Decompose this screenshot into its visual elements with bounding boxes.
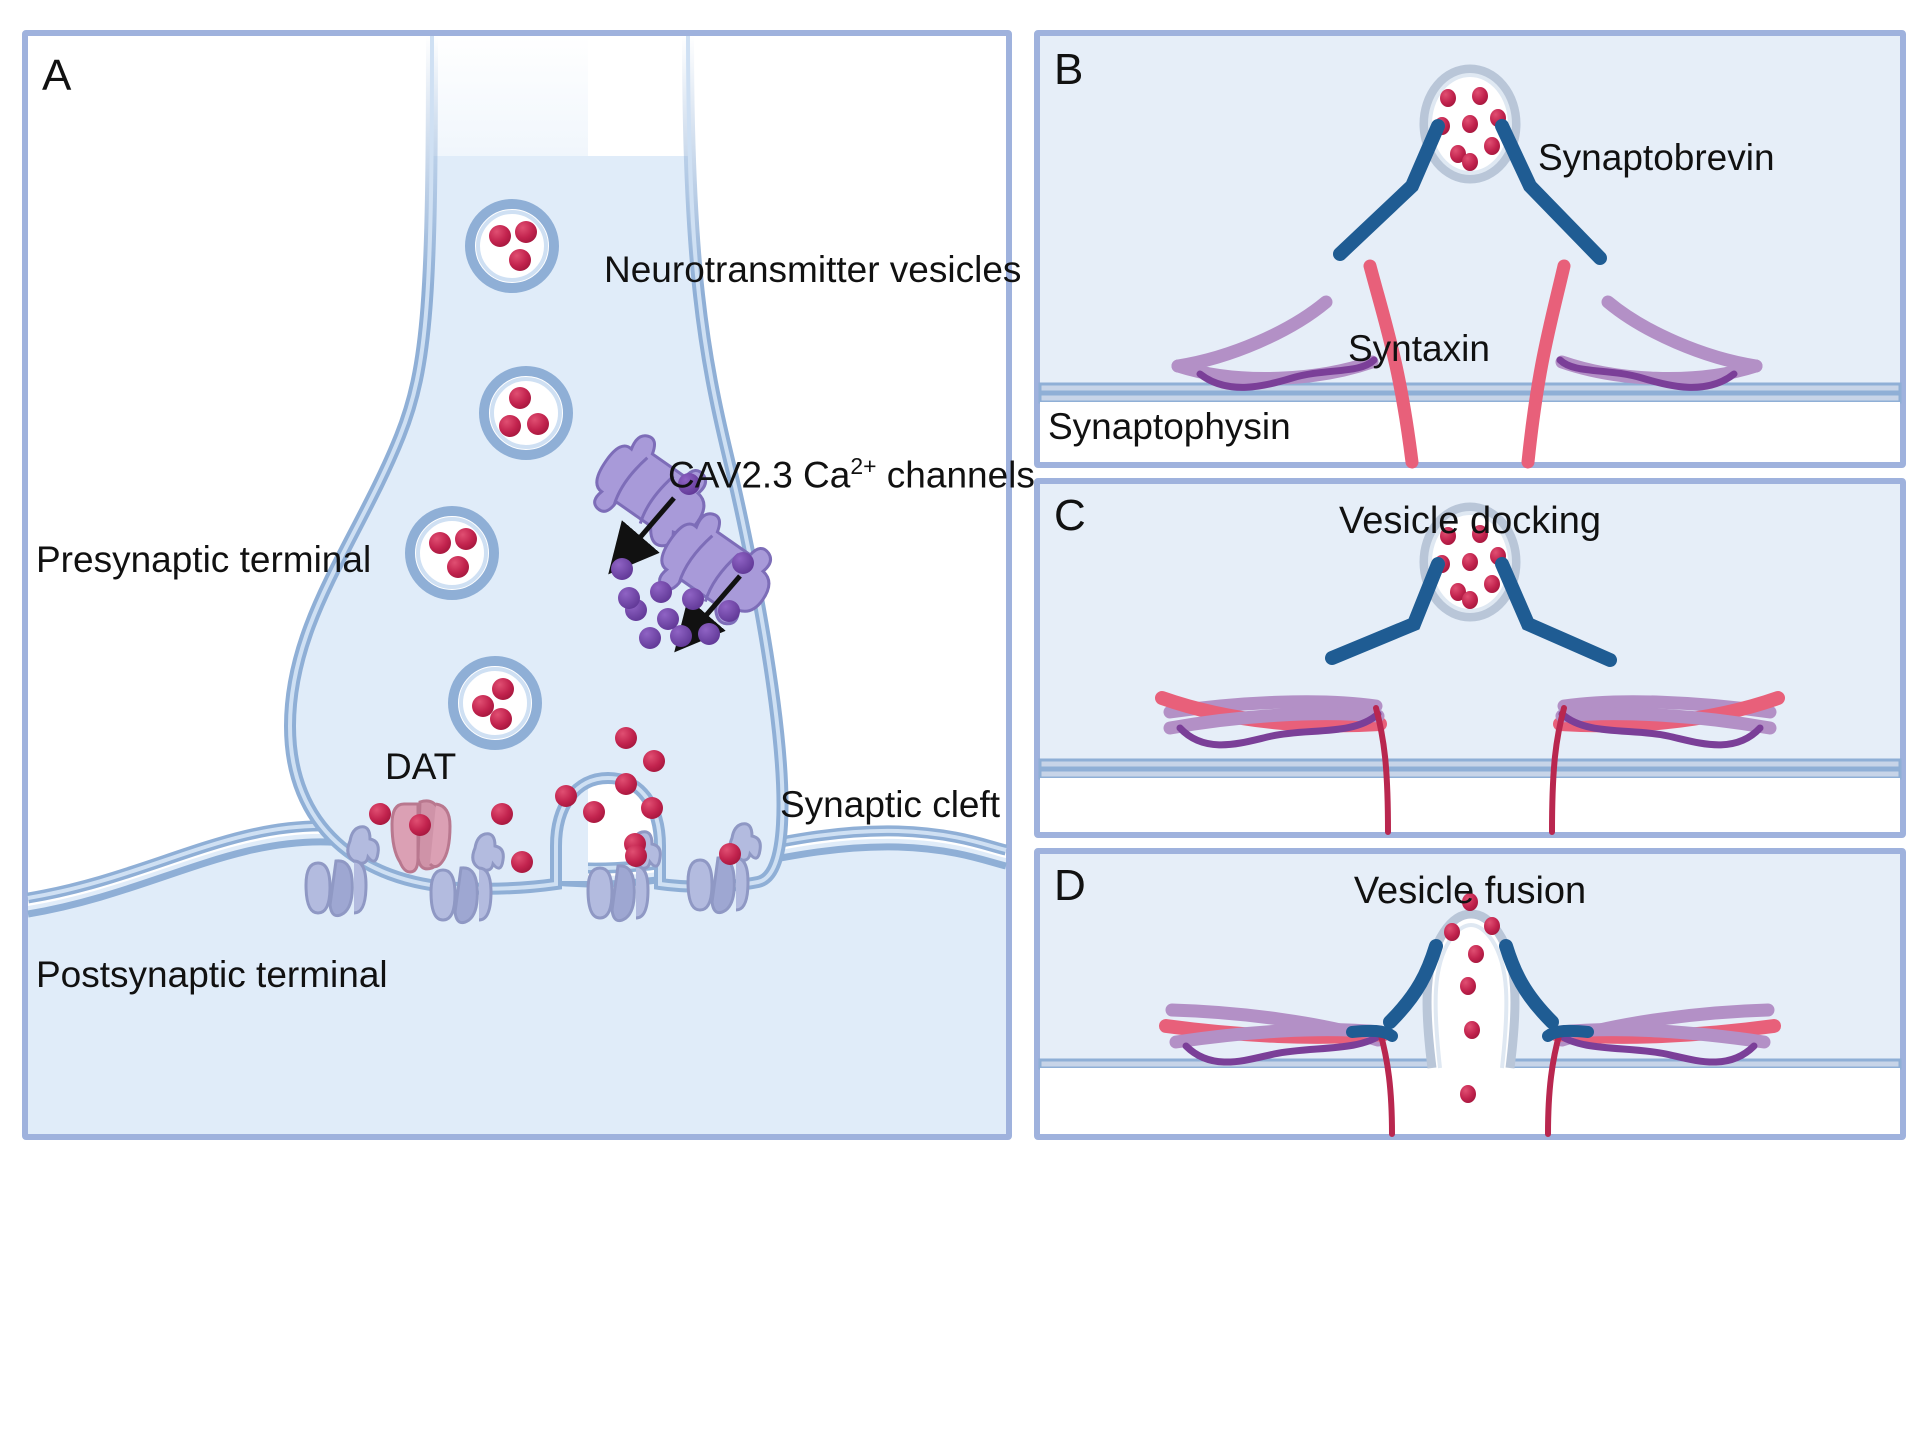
label-postsynaptic-terminal: Postsynaptic terminal (36, 954, 388, 995)
fused-vesicle-inner (1433, 923, 1509, 1069)
panel-c-membrane-outer (1038, 758, 1902, 770)
panel-b: B Synaptobrevin Syntaxin Synaptophysin (1034, 30, 1906, 469)
panel-b-membrane-outer (1038, 382, 1902, 394)
snare-complex-left (1155, 691, 1391, 835)
panel-c-graphic (1038, 484, 1902, 835)
label-cav23-main: CAV2.3 Ca (668, 454, 851, 496)
snare-complex-right (1549, 691, 1785, 835)
panel-d: D Vesicle fusion (1034, 848, 1906, 1140)
panel-c: C Vesicle docking (1034, 478, 1906, 838)
panel-a-graphic (27, 35, 1008, 1134)
syntaxin-right (1521, 259, 1571, 469)
label-cav23-channels: CAV2.3 Ca2+ channels (668, 454, 1035, 495)
label-synaptobrevin: Synaptobrevin (1538, 137, 1775, 178)
panel-b-graphic (1038, 36, 1902, 469)
label-dat: DAT (385, 746, 457, 787)
panel-a-letter: A (42, 51, 72, 100)
label-cav23-charge: 2+ (850, 453, 877, 479)
panel-d-graphic (1038, 854, 1902, 1137)
calcium-influx-arrow (674, 574, 742, 653)
presynaptic-terminal-fill (290, 156, 783, 889)
receptor (429, 832, 505, 925)
receptor (304, 825, 380, 918)
label-syntaxin: Syntaxin (1348, 328, 1490, 369)
panel-c-letter: C (1054, 491, 1086, 540)
panel-b-letter: B (1054, 45, 1084, 94)
panel-b-cleft (1040, 402, 1900, 462)
vesicle (479, 366, 573, 460)
vesicle (448, 656, 542, 750)
snap25-left (1171, 295, 1379, 391)
panel-b-membrane-inner (1038, 392, 1902, 404)
synaptobrevin-right (1495, 119, 1607, 265)
calcium-influx-arrow (608, 496, 676, 575)
calcium-ions (611, 473, 754, 649)
cleft-neurotransmitters (369, 727, 741, 873)
panel-c-cleft (1040, 778, 1900, 832)
postsynaptic-cell-fill (28, 833, 1006, 1134)
snap25-right (1555, 295, 1763, 391)
receptor (586, 830, 662, 923)
released-neurotransmitters (1444, 893, 1500, 1103)
snare-complex-left (1159, 1003, 1398, 1137)
vesicle (405, 506, 499, 600)
vesicle (465, 199, 559, 293)
label-presynaptic-terminal: Presynaptic terminal (36, 539, 372, 580)
synaptobrevin-left (1383, 939, 1443, 1029)
label-cav23-tail: channels (876, 454, 1035, 496)
panel-c-membrane-inner (1038, 768, 1902, 780)
panel-d-letter: D (1054, 861, 1086, 910)
vesicle (1419, 502, 1521, 622)
calcium-channel (593, 434, 708, 548)
synaptobrevin-right (1495, 557, 1617, 667)
syntaxin-left (1363, 259, 1419, 469)
synaptobrevin-left (1333, 119, 1445, 261)
label-synaptic-cleft: Synaptic cleft (780, 784, 1001, 825)
panel-a: A Neurotransmitter vesicles CAV2.3 Ca2+ … (22, 30, 1035, 1140)
synaptobrevin-left (1325, 557, 1445, 665)
label-neurotransmitter-vesicles: Neurotransmitter vesicles (604, 249, 1022, 290)
label-synaptophysin: Synaptophysin (1048, 406, 1291, 447)
dat-transporter (390, 799, 452, 874)
vesicle (1419, 64, 1521, 184)
synaptobrevin-right (1499, 939, 1559, 1029)
panel-d-title: Vesicle fusion (1353, 870, 1587, 912)
snare-complex-right (1542, 1003, 1781, 1137)
panel-c-title: Vesicle docking (1339, 500, 1601, 542)
